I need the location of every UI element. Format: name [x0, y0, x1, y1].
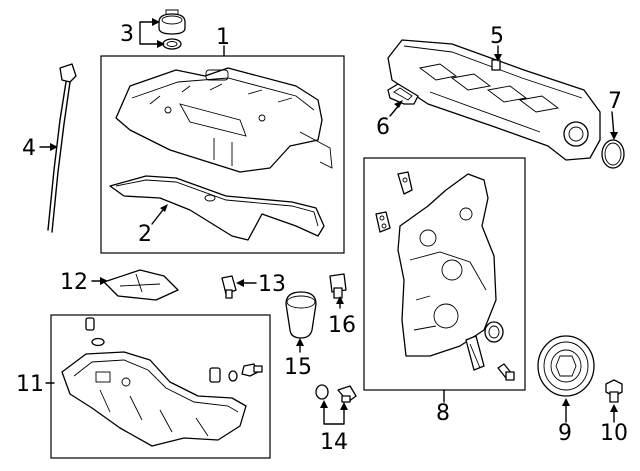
- callout-13: 13: [258, 272, 286, 297]
- valve-cover-group-box: [100, 55, 345, 254]
- timing-cover-gasket-strip[interactable]: [465, 335, 485, 371]
- valve-cover-gasket[interactable]: [109, 175, 325, 241]
- callout-3: 3: [120, 22, 134, 47]
- oil-cooler-washer[interactable]: [315, 384, 329, 400]
- callout-16: 16: [328, 313, 356, 338]
- callout-10: 10: [600, 421, 628, 446]
- oil-pan[interactable]: [61, 351, 247, 447]
- callout-11: 11: [16, 372, 44, 397]
- crankshaft-oil-seal[interactable]: [484, 321, 504, 343]
- crankshaft-pulley-bolt[interactable]: [605, 379, 623, 403]
- timing-cover-seal-plate[interactable]: [375, 211, 391, 233]
- oil-dipstick[interactable]: [47, 63, 77, 233]
- arrow-head: [562, 398, 570, 406]
- oil-pan-plug[interactable]: [209, 367, 221, 383]
- crankshaft-pulley[interactable]: [537, 335, 595, 397]
- arrow-head: [160, 204, 168, 212]
- leader-lines: [39, 18, 618, 425]
- arrow-head: [336, 296, 344, 304]
- callout-4: 4: [22, 136, 36, 161]
- callout-6: 6: [376, 115, 390, 140]
- arrow-head: [610, 132, 618, 140]
- callout-9: 9: [558, 421, 572, 446]
- oil-cooler-bolt[interactable]: [337, 385, 357, 403]
- timing-chain-cover[interactable]: [397, 173, 497, 357]
- oil-filter-bolt[interactable]: [329, 273, 347, 299]
- arrow-head: [157, 40, 165, 48]
- oil-baffle-plate[interactable]: [103, 269, 179, 301]
- callout-15: 15: [284, 355, 312, 380]
- oil-filler-cap[interactable]: [158, 9, 186, 35]
- callout-1: 1: [216, 25, 230, 50]
- timing-cover-bolt[interactable]: [497, 363, 515, 381]
- arrow-head: [236, 279, 244, 287]
- arrow-head: [296, 338, 304, 346]
- callout-14: 14: [320, 430, 348, 455]
- intake-manifold[interactable]: [387, 39, 601, 161]
- oil-pan-dowel-pin[interactable]: [85, 317, 95, 331]
- arrow-head: [152, 18, 160, 26]
- throttle-body-gasket[interactable]: [601, 139, 625, 169]
- arrow-head: [394, 100, 403, 108]
- valve-cover[interactable]: [115, 67, 333, 173]
- callout-12: 12: [60, 270, 88, 295]
- oil-drain-plug[interactable]: [241, 363, 263, 377]
- timing-cover-small-bracket[interactable]: [397, 171, 413, 195]
- oil-filter[interactable]: [285, 291, 317, 339]
- arrow-head: [494, 54, 502, 62]
- oil-pan-washer[interactable]: [91, 337, 105, 347]
- callout-5: 5: [490, 24, 504, 49]
- callout-7: 7: [608, 89, 622, 114]
- arrow-head: [50, 143, 58, 151]
- filler-cap-seal[interactable]: [162, 38, 182, 50]
- oil-pressure-switch[interactable]: [221, 275, 237, 299]
- arrow-head: [610, 404, 618, 412]
- arrow-head: [320, 400, 328, 408]
- callout-8: 8: [436, 401, 450, 426]
- intake-manifold-gasket[interactable]: [387, 83, 419, 105]
- callout-2: 2: [138, 222, 152, 247]
- oil-pan-group-box: [50, 314, 271, 459]
- oil-drain-washer[interactable]: [228, 370, 238, 382]
- arrow-head: [340, 402, 348, 410]
- arrow-head: [100, 277, 108, 285]
